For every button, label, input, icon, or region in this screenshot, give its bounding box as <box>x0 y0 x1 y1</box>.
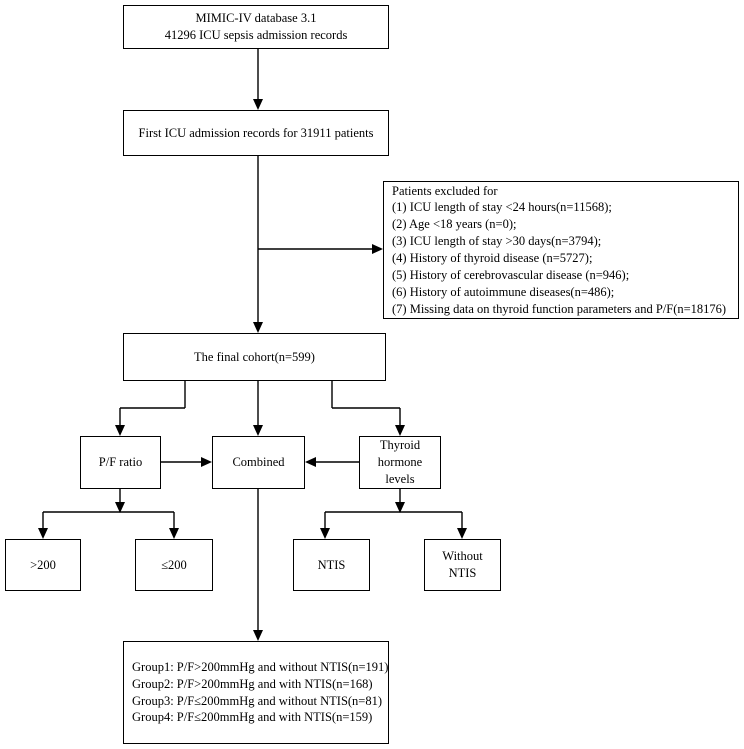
thyroid-hormone-box: Thyroid hormone levels <box>359 436 441 489</box>
without-ntis-line: NTIS <box>448 566 477 580</box>
arrowhead <box>115 425 125 436</box>
arrowhead <box>201 457 212 467</box>
group-item: Group2: P/F>200mmHg and with NTIS(n=168) <box>132 676 373 691</box>
thyroid-line: hormone <box>377 455 423 470</box>
arrowhead <box>395 502 405 513</box>
group-item: Group4: P/F≤200mmHg and with NTIS(n=159) <box>132 710 373 725</box>
arrowhead <box>253 322 263 333</box>
pf-ratio-box: P/F ratio <box>80 436 161 489</box>
first-admission-text: First ICU admission records for 31911 pa… <box>138 125 374 140</box>
final-cohort-text: The final cohort(n=599) <box>194 349 315 364</box>
group-item: Group3: P/F≤200mmHg and without NTIS(n=8… <box>132 693 383 708</box>
source-database-box: MIMIC-IV database 3.1 41296 ICU sepsis a… <box>123 5 389 49</box>
arrowhead <box>115 502 125 513</box>
source-database-line: MIMIC-IV database 3.1 <box>195 11 317 26</box>
exclusion-box: Patients excluded for (1) ICU length of … <box>383 181 739 319</box>
arrowhead <box>305 457 316 467</box>
arrowhead <box>38 528 48 539</box>
groups-box: Group1: P/F>200mmHg and without NTIS(n=1… <box>123 641 389 744</box>
exclusion-item: (7) Missing data on thyroid function par… <box>392 301 727 316</box>
arrowhead <box>253 630 263 641</box>
arrowhead <box>457 528 467 539</box>
exclusion-item: (2) Age <18 years (n=0); <box>392 217 517 232</box>
arrowhead <box>395 425 405 436</box>
without-ntis-box: Without NTIS <box>424 539 501 591</box>
without-ntis-line: Without <box>442 549 483 564</box>
arrowhead <box>320 528 330 539</box>
exclusion-title: Patients excluded for <box>392 183 498 198</box>
thyroid-line: Thyroid <box>379 438 421 453</box>
pf-low-box: ≤200 <box>135 539 213 591</box>
pf-high-text: >200 <box>30 557 56 572</box>
group-item: Group1: P/F>200mmHg and without NTIS(n=1… <box>132 659 389 674</box>
arrowhead <box>372 244 383 254</box>
arrowhead <box>169 528 179 539</box>
final-cohort-box: The final cohort(n=599) <box>123 333 386 381</box>
pf-ratio-text: P/F ratio <box>98 455 143 470</box>
pf-high-box: >200 <box>5 539 81 591</box>
ntis-text: NTIS <box>317 557 346 572</box>
exclusion-item: (4) History of thyroid disease (n=5727); <box>392 251 593 265</box>
combined-box: Combined <box>212 436 305 489</box>
combined-text: Combined <box>232 455 285 470</box>
arrowhead <box>253 425 263 436</box>
pf-low-text: ≤200 <box>161 557 187 572</box>
source-records-line: 41296 ICU sepsis admission records <box>164 28 348 42</box>
first-admission-box: First ICU admission records for 31911 pa… <box>123 110 389 156</box>
ntis-box: NTIS <box>293 539 370 591</box>
exclusion-item: (1) ICU length of stay <24 hours(n=11568… <box>392 200 612 215</box>
exclusion-item: (6) History of autoimmune diseases(n=486… <box>392 284 615 299</box>
exclusion-item: (5) History of cerebrovascular disease (… <box>392 267 630 282</box>
thyroid-line: levels <box>385 471 415 486</box>
exclusion-item: (3) ICU length of stay >30 days(n=3794); <box>392 234 602 249</box>
arrowhead <box>253 99 263 110</box>
